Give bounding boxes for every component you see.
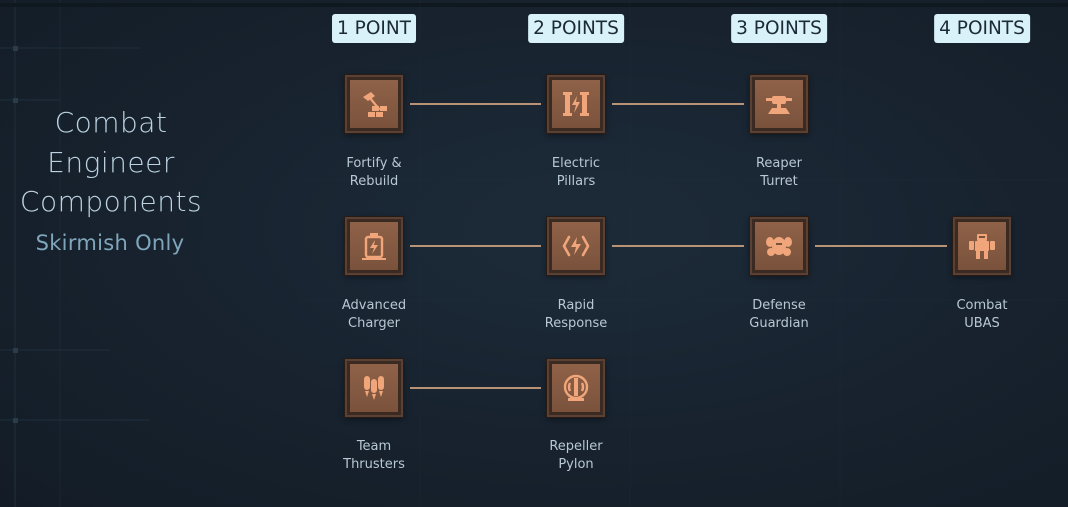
mech-robot-icon xyxy=(969,234,995,259)
node-team-thrusters[interactable] xyxy=(345,359,403,417)
label-line: Repeller xyxy=(549,439,603,454)
connector-rapid-guardian xyxy=(612,245,744,247)
node-tile xyxy=(755,80,803,128)
label-line: Combat xyxy=(956,298,1008,313)
node-tile xyxy=(755,222,803,270)
hammer-bricks-icon xyxy=(363,92,387,117)
node-label-rapid-response: Rapid Response xyxy=(516,297,636,333)
label-line: Rebuild xyxy=(349,174,399,189)
label-line: Electric xyxy=(551,156,601,171)
pylon-icon xyxy=(563,374,589,401)
label-line: Pillars xyxy=(556,174,596,189)
turret-icon xyxy=(766,96,792,114)
node-tile xyxy=(958,222,1006,270)
tier-header-3-points: 3 POINTS xyxy=(731,14,827,43)
node-combat-ubas[interactable] xyxy=(953,217,1011,275)
label-line: Reaper xyxy=(755,156,802,171)
node-label-reaper-turret: Reaper Turret xyxy=(719,155,839,191)
label-line: Guardian xyxy=(749,316,809,331)
guardian-icon xyxy=(766,237,792,256)
node-label-repeller-pylon: Repeller Pylon xyxy=(516,438,636,474)
node-repeller-pylon[interactable] xyxy=(547,359,605,417)
node-tile xyxy=(552,364,600,412)
label-line: Advanced xyxy=(341,298,407,313)
label-line: Team xyxy=(356,439,392,454)
node-reaper-turret[interactable] xyxy=(750,75,808,133)
panel-title-line: Components xyxy=(19,185,203,218)
node-advanced-charger[interactable] xyxy=(345,217,403,275)
label-line: Response xyxy=(544,316,608,331)
node-tile xyxy=(350,80,398,128)
label-line: Thrusters xyxy=(343,457,405,472)
connector-guardian-ubas xyxy=(815,245,947,247)
node-tile xyxy=(350,222,398,270)
node-tile xyxy=(552,222,600,270)
node-label-defense-guardian: Defense Guardian xyxy=(719,297,839,333)
battery-charger-icon xyxy=(362,233,386,260)
node-defense-guardian[interactable] xyxy=(750,217,808,275)
node-tile xyxy=(350,364,398,412)
node-label-team-thrusters: Team Thrusters xyxy=(314,438,434,474)
rapid-response-icon xyxy=(562,235,590,257)
thrusters-icon xyxy=(364,376,384,400)
label-line: UBAS xyxy=(964,316,1000,331)
node-tile xyxy=(552,80,600,128)
tier-header-4-points: 4 POINTS xyxy=(934,14,1030,43)
panel-title-line: Combat xyxy=(54,106,168,139)
label-line: Rapid xyxy=(557,298,595,313)
panel-title-line: Engineer xyxy=(47,145,175,179)
node-label-combat-ubas: Combat UBAS xyxy=(922,297,1042,333)
connector-electric-reaper xyxy=(612,103,744,105)
node-fortify-rebuild[interactable] xyxy=(345,75,403,133)
panel-subtitle: Skirmish Only xyxy=(35,231,185,255)
node-label-advanced-charger: Advanced Charger xyxy=(314,297,434,333)
label-line: Turret xyxy=(760,174,798,189)
electric-pillars-icon xyxy=(563,92,589,116)
connector-thrusters-pylon xyxy=(410,387,541,389)
node-electric-pillars[interactable] xyxy=(547,75,605,133)
node-rapid-response[interactable] xyxy=(547,217,605,275)
connector-charger-rapid xyxy=(410,245,541,247)
panel-title: Combat Engineer Components xyxy=(0,103,222,222)
label-line: Charger xyxy=(348,316,400,331)
label-line: Pylon xyxy=(558,457,594,472)
label-line: Fortify & xyxy=(346,156,402,171)
tier-header-1-point: 1 POINT xyxy=(332,14,416,43)
connector-fortify-electric xyxy=(410,103,541,105)
label-line: Defense xyxy=(752,298,806,313)
node-label-electric-pillars: Electric Pillars xyxy=(516,155,636,191)
tier-header-2-points: 2 POINTS xyxy=(528,14,624,43)
node-label-fortify-rebuild: Fortify & Rebuild xyxy=(314,155,434,191)
